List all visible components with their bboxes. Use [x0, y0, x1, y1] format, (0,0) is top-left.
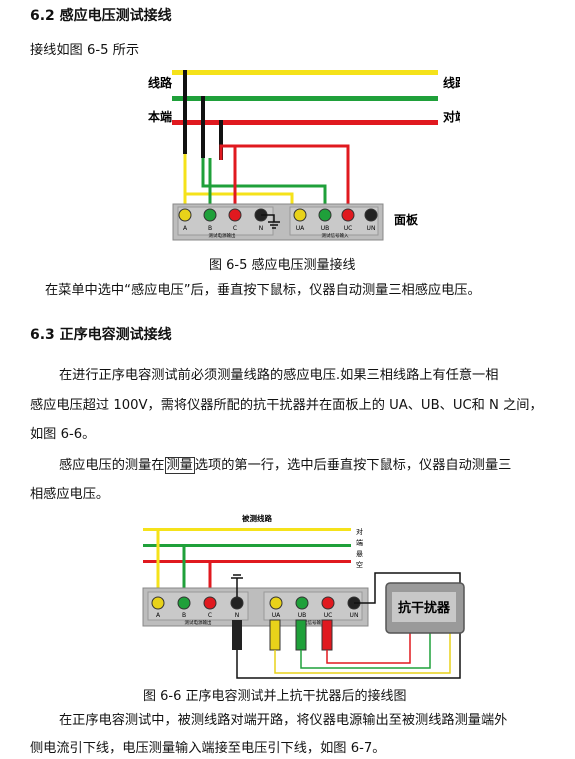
panel-caption-left: 测试电源输出 [209, 232, 236, 239]
terminal-label: N [235, 612, 240, 619]
label-line-right: 线路 [443, 75, 460, 90]
panel-caption-left: 测试电源输出 [185, 619, 212, 626]
terminal-label: UA [272, 612, 281, 619]
terminal-label: C [208, 612, 212, 619]
measure-option-box: 测量 [164, 457, 195, 474]
text-span: 感应电压的测量在 [59, 458, 165, 473]
paragraph-line: 在正序电容测试中，被测线路对端开路，将仪器电源输出至被测线路测量端外 [59, 713, 508, 728]
line-red [172, 120, 438, 125]
panel-caption-right: 测试信号输入 [322, 232, 349, 239]
label-remote: 对端 [443, 109, 460, 124]
side-label: 空 [356, 560, 363, 569]
label-line-left: 线路 [148, 75, 173, 90]
figure-6-6: 被测线路 对 端 悬 空 A B C N UA UB UC UN 测试电源输出 … [142, 513, 465, 679]
figure-caption-6-5: 图 6-5 感应电压测量接线 [209, 258, 356, 273]
terminal-label: A [156, 612, 161, 619]
label-tested-line: 被测线路 [242, 513, 272, 523]
paragraph-6-2: 在菜单中选中“感应电压”后，垂直按下鼠标，仪器自动测量三相感应电压。 [45, 283, 481, 298]
paragraph-line: 侧电流引下线，电压测量输入端接至电压引下线，如图 6-7。 [30, 741, 386, 756]
line-green [172, 96, 438, 101]
paragraph-line: 感应电压的测量在测量选项的第一行，选中后垂直按下鼠标，仪器自动测量三 [59, 457, 512, 474]
side-label: 对 [356, 527, 363, 536]
terminal-label: A [183, 225, 188, 232]
figure-caption-6-6: 图 6-6 正序电容测试并上抗干扰器后的接线图 [143, 689, 407, 704]
panel-caption-right: 测试信号输入 [299, 619, 326, 626]
intro-text: 接线如图 6-5 所示 [30, 43, 140, 58]
terminal-label: UN [367, 225, 376, 232]
paragraph-line: 感应电压超过 100V，需将仪器所配的抗干扰器并在面板上的 UA、UB、UC和 … [30, 398, 543, 413]
terminal-label: B [208, 225, 212, 232]
section-heading-6-2: 6.2 感应电压测试接线 [30, 8, 172, 24]
terminal-label: UB [298, 612, 307, 619]
paragraph-line: 如图 6-6。 [30, 427, 96, 442]
terminal-label: UC [324, 612, 333, 619]
terminal-label: UC [344, 225, 353, 232]
terminal-label: UA [296, 225, 305, 232]
terminal-label: B [182, 612, 186, 619]
side-label: 悬 [356, 550, 363, 558]
text-span: 选项的第一行，选中后垂直按下鼠标，仪器自动测量三 [194, 458, 512, 473]
terminal-label: UB [321, 225, 330, 232]
figure-6-5: A B C N UA UB UC UN 测试电源输出 测试信号输入 线路 线路 … [148, 70, 460, 241]
terminal-label: UN [350, 612, 359, 619]
line-yellow [172, 70, 438, 75]
paragraph-line: 在进行正序电容测试前必须测量线路的感应电压.如果三相线路上有任意一相 [59, 368, 499, 383]
label-local: 本端 [148, 109, 172, 124]
terminal-label: N [259, 225, 264, 232]
terminal-label: C [233, 225, 237, 232]
section-heading-6-3: 6.3 正序电容测试接线 [30, 327, 172, 343]
side-label: 端 [356, 538, 363, 547]
paragraph-line: 相感应电压。 [30, 487, 110, 502]
label-panel: 面板 [394, 212, 419, 227]
label-anti-interference: 抗干扰器 [398, 600, 451, 616]
